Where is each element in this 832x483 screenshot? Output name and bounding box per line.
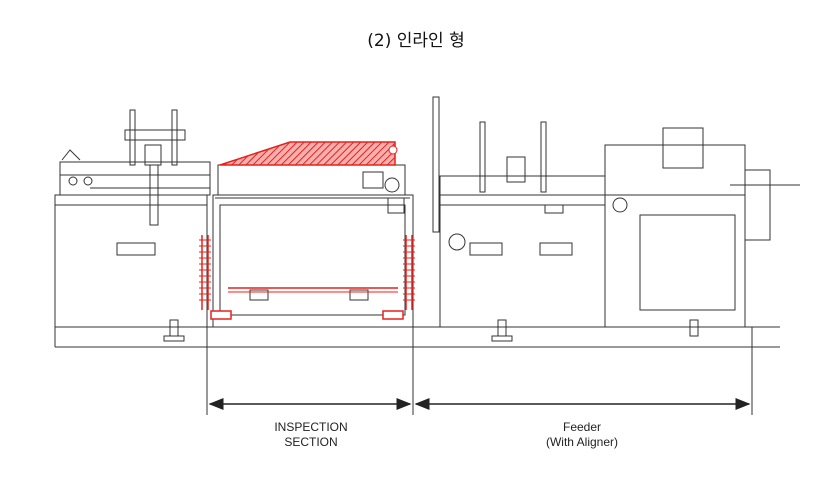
inspection-label-line-2: SECTION — [284, 435, 338, 449]
feeder-label-line-1: Feeder — [562, 420, 602, 434]
diagram-title: (2) 인라인 형 — [367, 31, 465, 51]
sensor-bars — [199, 235, 415, 320]
inspection-section-label: INSPECTION SECTION — [256, 420, 366, 450]
inspection-label-line-1: INSPECTION — [274, 420, 348, 434]
left-infeed-unit — [54, 109, 211, 342]
feeder-unit — [432, 96, 800, 342]
inspection-unit — [212, 164, 414, 328]
inspection-hood — [219, 141, 398, 293]
feeder-section-label: Feeder (With Aligner) — [522, 420, 642, 450]
feeder-label-line-2: (With Aligner) — [545, 435, 619, 449]
dimension-extensions — [206, 327, 753, 415]
